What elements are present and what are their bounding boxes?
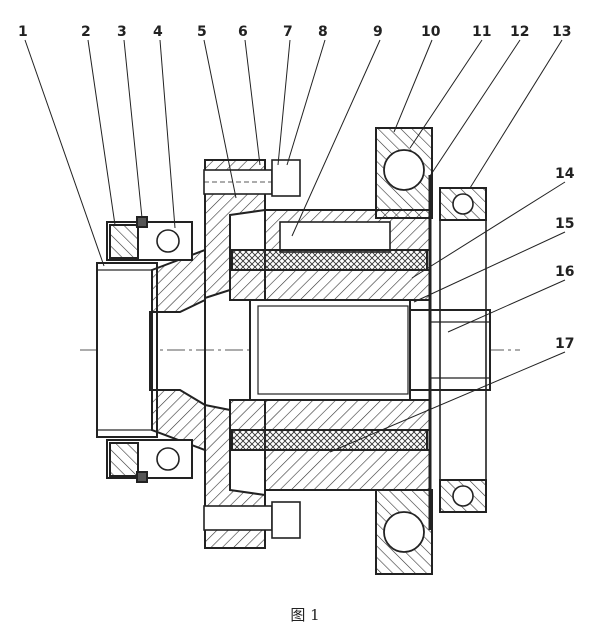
inner-bore (229, 269, 431, 431)
main-housing (149, 159, 266, 549)
label-11: 11 (472, 24, 491, 40)
label-8: 8 (318, 24, 328, 40)
part-13-bearing-top (439, 187, 487, 221)
label-3: 3 (117, 24, 127, 40)
part-10-bearing-top (375, 127, 433, 219)
label-13: 13 (552, 24, 571, 40)
top-bolt (203, 159, 301, 197)
label-14: 14 (555, 166, 575, 182)
label-16: 16 (555, 264, 574, 280)
part-16-output-shaft (409, 309, 491, 391)
mechanical-section-drawing: 1 2 3 4 5 6 7 8 9 10 11 12 13 14 15 16 1… (18, 24, 575, 575)
left-bearing-top (106, 216, 193, 261)
label-1: 1 (18, 24, 28, 40)
left-bearing-bottom (106, 439, 193, 483)
label-5: 5 (197, 24, 207, 40)
label-2: 2 (81, 24, 91, 40)
label-17: 17 (555, 336, 574, 352)
label-12: 12 (510, 24, 529, 40)
part-14-inner-sleeve (231, 249, 428, 451)
label-15: 15 (555, 216, 574, 232)
part-10-bearing-bottom (375, 489, 433, 575)
label-10: 10 (421, 24, 441, 40)
part-13-bearing-bottom (439, 479, 487, 513)
bottom-bolt (203, 501, 301, 539)
label-4: 4 (153, 24, 163, 40)
figure-caption: 图 1 (290, 606, 320, 624)
right-disc (439, 219, 487, 481)
part-labels: 1 2 3 4 5 6 7 8 9 10 11 12 13 14 15 16 1… (18, 24, 575, 352)
part-1-hub (96, 262, 158, 438)
leader-lines (24, 39, 566, 453)
label-7: 7 (283, 24, 293, 40)
label-9: 9 (373, 24, 383, 40)
label-6: 6 (238, 24, 248, 40)
